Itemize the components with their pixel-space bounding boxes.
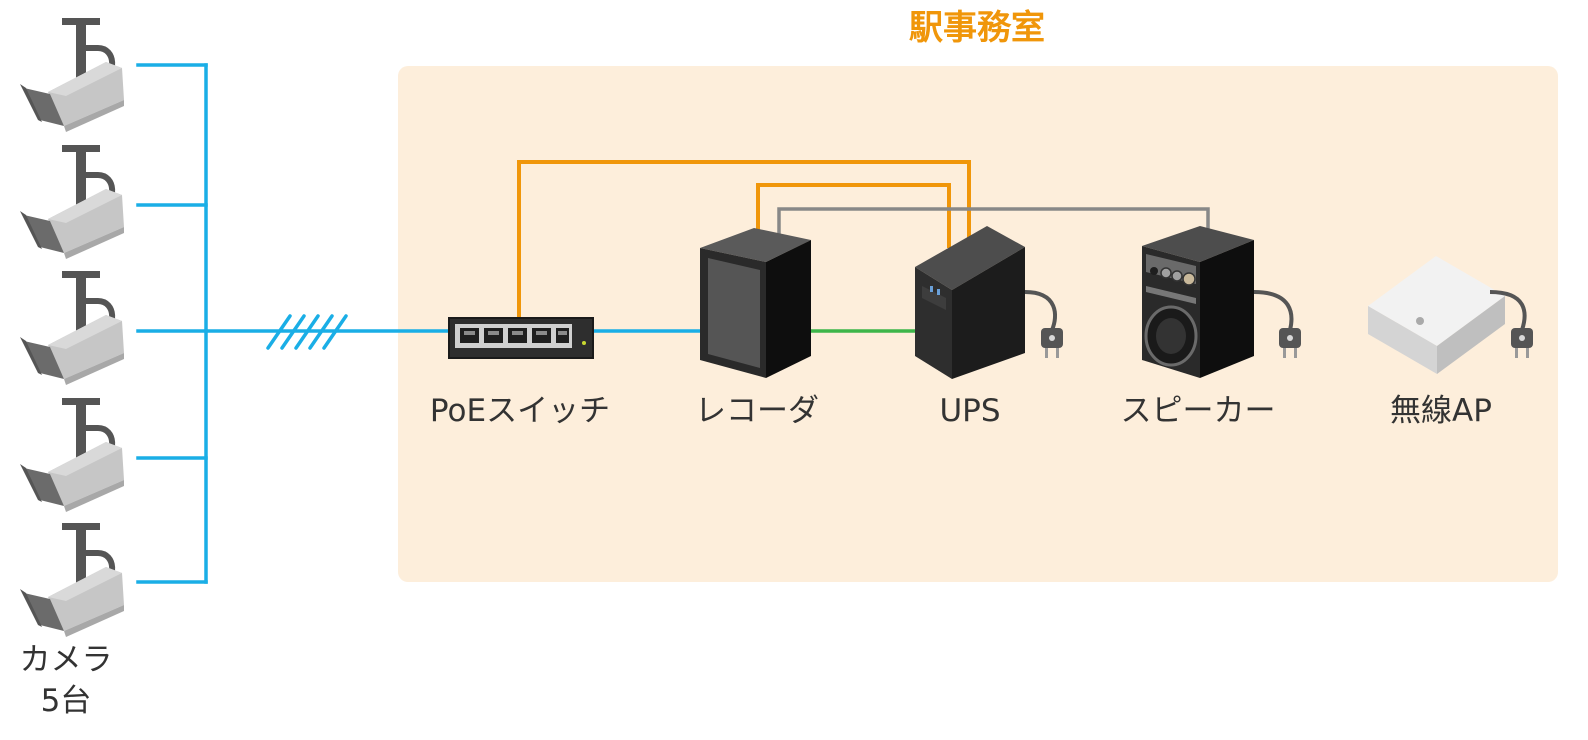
poe-switch-icon: [448, 317, 594, 359]
room-title: 駅事務室: [909, 8, 1045, 48]
camera-label: カメラ 5台: [20, 640, 113, 722]
cable-bundle-marks: [266, 314, 348, 350]
recorder-label: レコーダ: [695, 393, 819, 429]
camera-icon: [20, 398, 124, 512]
poe-switch-label: PoEスイッチ: [429, 393, 611, 429]
camera-icon: [20, 523, 124, 637]
camera-icon: [20, 145, 124, 259]
power-cables: [517, 160, 971, 318]
recorder-icon: [700, 228, 811, 378]
speaker-icon: [1142, 226, 1301, 378]
camera-icon: [20, 18, 124, 132]
camera-icon: [20, 271, 124, 385]
speaker-cable: [777, 207, 1210, 235]
wireless-ap-label: 無線AP: [1390, 393, 1492, 429]
speaker-label: スピーカー: [1120, 393, 1276, 429]
camera-icons: [20, 18, 124, 637]
ups-icon: [915, 226, 1063, 379]
ups-label: UPS: [939, 393, 1001, 429]
camera-count-label: 5台: [40, 682, 92, 719]
camera-label-line1: カメラ: [19, 642, 113, 678]
lan-cables: [136, 63, 702, 584]
wireless-ap-icon: [1368, 256, 1533, 374]
